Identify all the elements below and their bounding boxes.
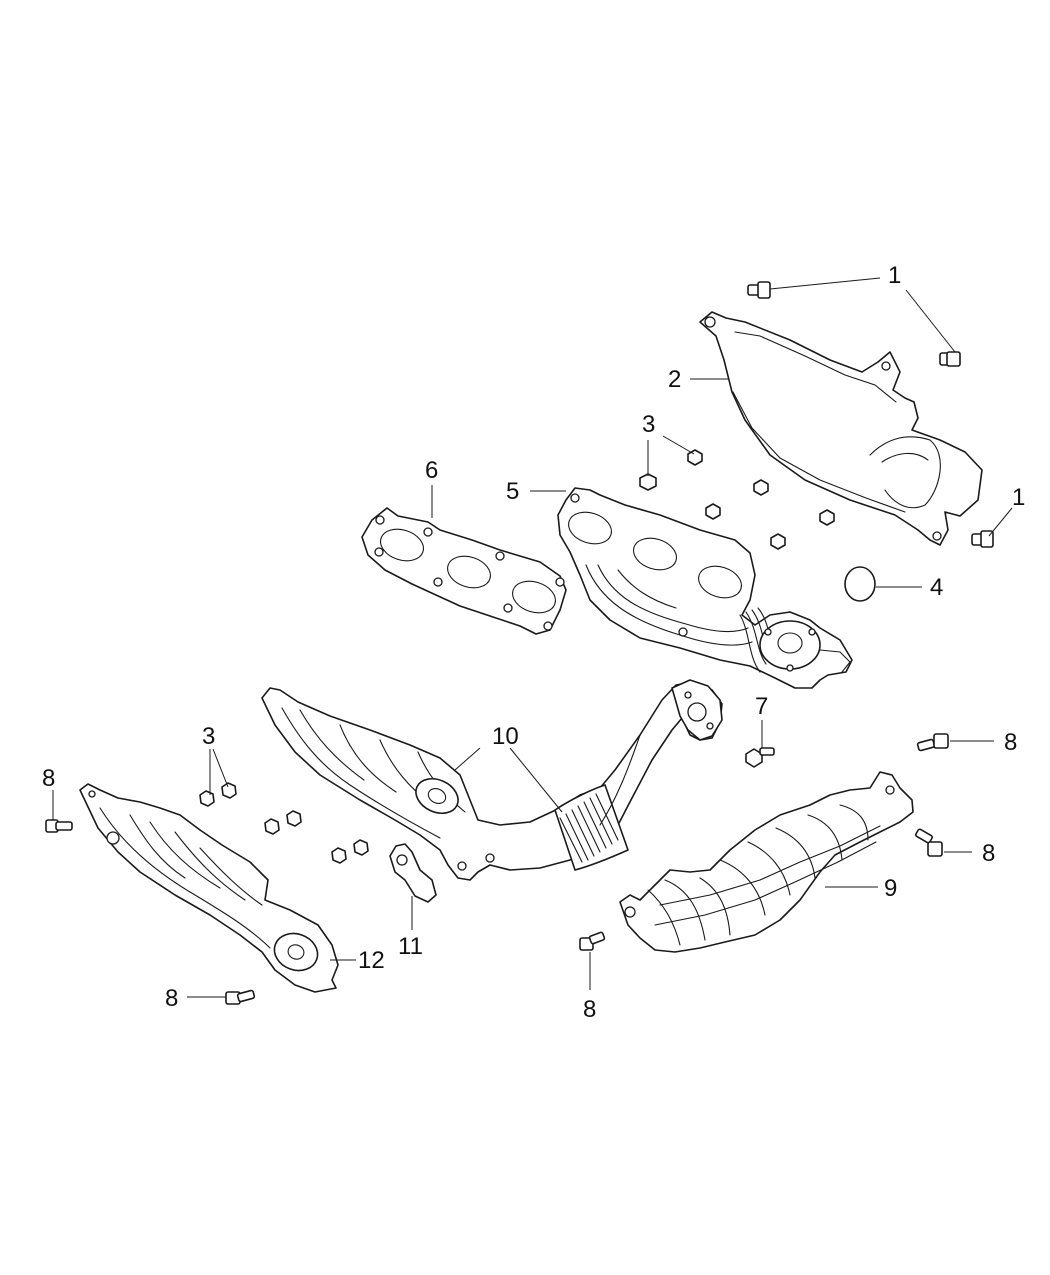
callout-12: 12 bbox=[358, 947, 385, 974]
callout-8-right-mid: 8 bbox=[982, 840, 995, 867]
plug-4[interactable] bbox=[844, 566, 876, 602]
heat-shield-9[interactable] bbox=[619, 771, 914, 953]
bolt-8-right-top[interactable] bbox=[916, 733, 949, 752]
callout-5: 5 bbox=[506, 478, 519, 505]
callout-8-bottom-left: 8 bbox=[165, 985, 178, 1012]
callout-11: 11 bbox=[398, 933, 423, 960]
bolt-8-bottom-left[interactable] bbox=[225, 989, 256, 1005]
callout-8-right-top: 8 bbox=[1004, 729, 1017, 756]
callout-8-bottom-center: 8 bbox=[583, 996, 596, 1023]
heat-shield-upper[interactable] bbox=[699, 311, 983, 546]
bolt-7[interactable] bbox=[745, 747, 775, 768]
callout-labels: 1 1 2 3 3 4 5 6 7 8 8 8 8 8 9 10 11 12 bbox=[42, 262, 1025, 1023]
bolt-8-bottom-center[interactable] bbox=[579, 931, 606, 951]
bolt-1-mid[interactable] bbox=[939, 351, 961, 367]
bolt-8-right-mid[interactable] bbox=[915, 828, 943, 857]
callout-6: 6 bbox=[425, 457, 438, 484]
heat-shield-12[interactable] bbox=[79, 783, 339, 993]
callout-4: 4 bbox=[930, 574, 943, 601]
callout-3-lower: 3 bbox=[202, 723, 215, 750]
callout-9: 9 bbox=[884, 875, 897, 902]
leader-lines bbox=[52, 277, 1013, 998]
callout-1-right: 1 bbox=[1012, 484, 1025, 511]
callout-7: 7 bbox=[755, 693, 768, 720]
exhaust-manifold-5[interactable] bbox=[557, 487, 853, 689]
bracket-11[interactable] bbox=[389, 843, 437, 903]
callout-1-top: 1 bbox=[888, 262, 901, 289]
callout-10: 10 bbox=[492, 723, 519, 750]
bolt-1-top[interactable] bbox=[747, 281, 771, 299]
bolt-1-right[interactable] bbox=[971, 530, 994, 548]
bolt-8-left[interactable] bbox=[45, 819, 73, 833]
nut-cluster-lower[interactable] bbox=[199, 782, 369, 864]
gasket-6[interactable] bbox=[361, 507, 567, 635]
callout-3-upper: 3 bbox=[642, 411, 655, 438]
exhaust-manifold-pipe-10[interactable] bbox=[261, 679, 723, 881]
callout-8-left: 8 bbox=[42, 765, 55, 792]
callout-2: 2 bbox=[668, 366, 681, 393]
